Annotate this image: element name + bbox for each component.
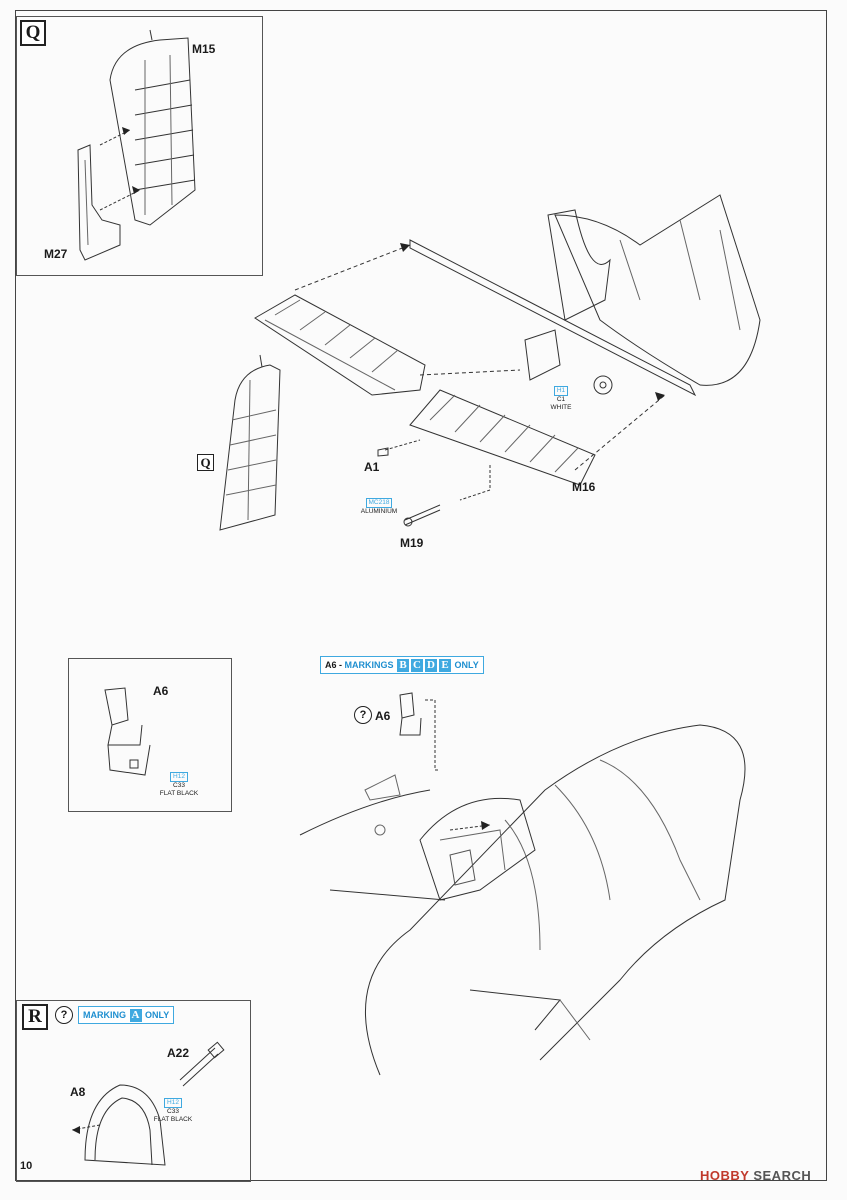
- inset-q-box: [16, 16, 263, 276]
- watermark-logo: HOBBY SEARCH: [700, 1168, 811, 1183]
- color-alt-c1: C1: [556, 396, 566, 403]
- step-q-marker: Q: [20, 20, 46, 46]
- part-label-a22: A22: [167, 1046, 190, 1060]
- part-label-a8: A8: [70, 1085, 86, 1099]
- inset-a6-box: [68, 658, 232, 812]
- r-banner-only: ONLY: [145, 1010, 170, 1020]
- optional-icon-a6: ?: [354, 706, 372, 724]
- color-name-white: WHITE: [550, 404, 572, 411]
- page-border-right: [826, 10, 827, 1180]
- color-code-h12-r: H12: [164, 1098, 182, 1108]
- part-label-m15: M15: [192, 42, 216, 56]
- part-label-a6-main: A6: [375, 709, 391, 723]
- r-banner-label: MARKING: [83, 1010, 126, 1020]
- marking-d: D: [425, 659, 438, 673]
- optional-icon-r: ?: [55, 1006, 73, 1024]
- part-label-a1: A1: [364, 460, 380, 474]
- page-number: 10: [20, 1160, 33, 1172]
- step-r-marker: R: [22, 1004, 48, 1030]
- color-ref-aluminium: MC218 ALUMINIUM: [354, 498, 404, 516]
- color-name-flat-black-r: FLAT BLACK: [153, 1116, 193, 1123]
- color-code-mc218: MC218: [365, 498, 393, 508]
- color-code-h1: H1: [553, 386, 569, 396]
- step-q-rudder-marker: Q: [197, 454, 214, 471]
- watermark-brand: HOBBY: [700, 1168, 750, 1183]
- watermark-suffix: SEARCH: [753, 1168, 812, 1183]
- marking-a: A: [129, 1009, 142, 1023]
- part-label-m27: M27: [44, 247, 68, 261]
- banner-label: MARKINGS: [344, 660, 394, 670]
- marking-c: C: [411, 659, 424, 673]
- marking-b: B: [397, 659, 410, 673]
- color-ref-flat-black-r: H12 C33 FLAT BLACK: [150, 1098, 196, 1124]
- color-alt-c33-a6: C33: [173, 782, 185, 789]
- marking-e: E: [439, 659, 452, 673]
- color-name-aluminium: ALUMINIUM: [360, 508, 398, 515]
- banner-prefix: A6 -: [325, 660, 345, 670]
- color-ref-flat-black-a6: H12 C33 FLAT BLACK: [156, 772, 202, 798]
- color-name-flat-black-a6: FLAT BLACK: [159, 790, 199, 797]
- color-code-h12-a6: H12: [170, 772, 188, 782]
- page-border-top: [15, 10, 827, 11]
- r-marking-banner: MARKING A ONLY: [78, 1006, 175, 1024]
- part-label-m16: M16: [572, 480, 596, 494]
- part-label-m19: M19: [400, 536, 424, 550]
- page-border-left: [15, 10, 16, 1180]
- part-label-a6-inset: A6: [153, 684, 169, 698]
- color-ref-white: H1 C1 WHITE: [546, 386, 576, 412]
- banner-only: ONLY: [454, 660, 479, 670]
- page-border-bottom: [15, 1180, 827, 1181]
- inset-r-box: [16, 1000, 251, 1182]
- color-alt-c33-r: C33: [167, 1108, 179, 1115]
